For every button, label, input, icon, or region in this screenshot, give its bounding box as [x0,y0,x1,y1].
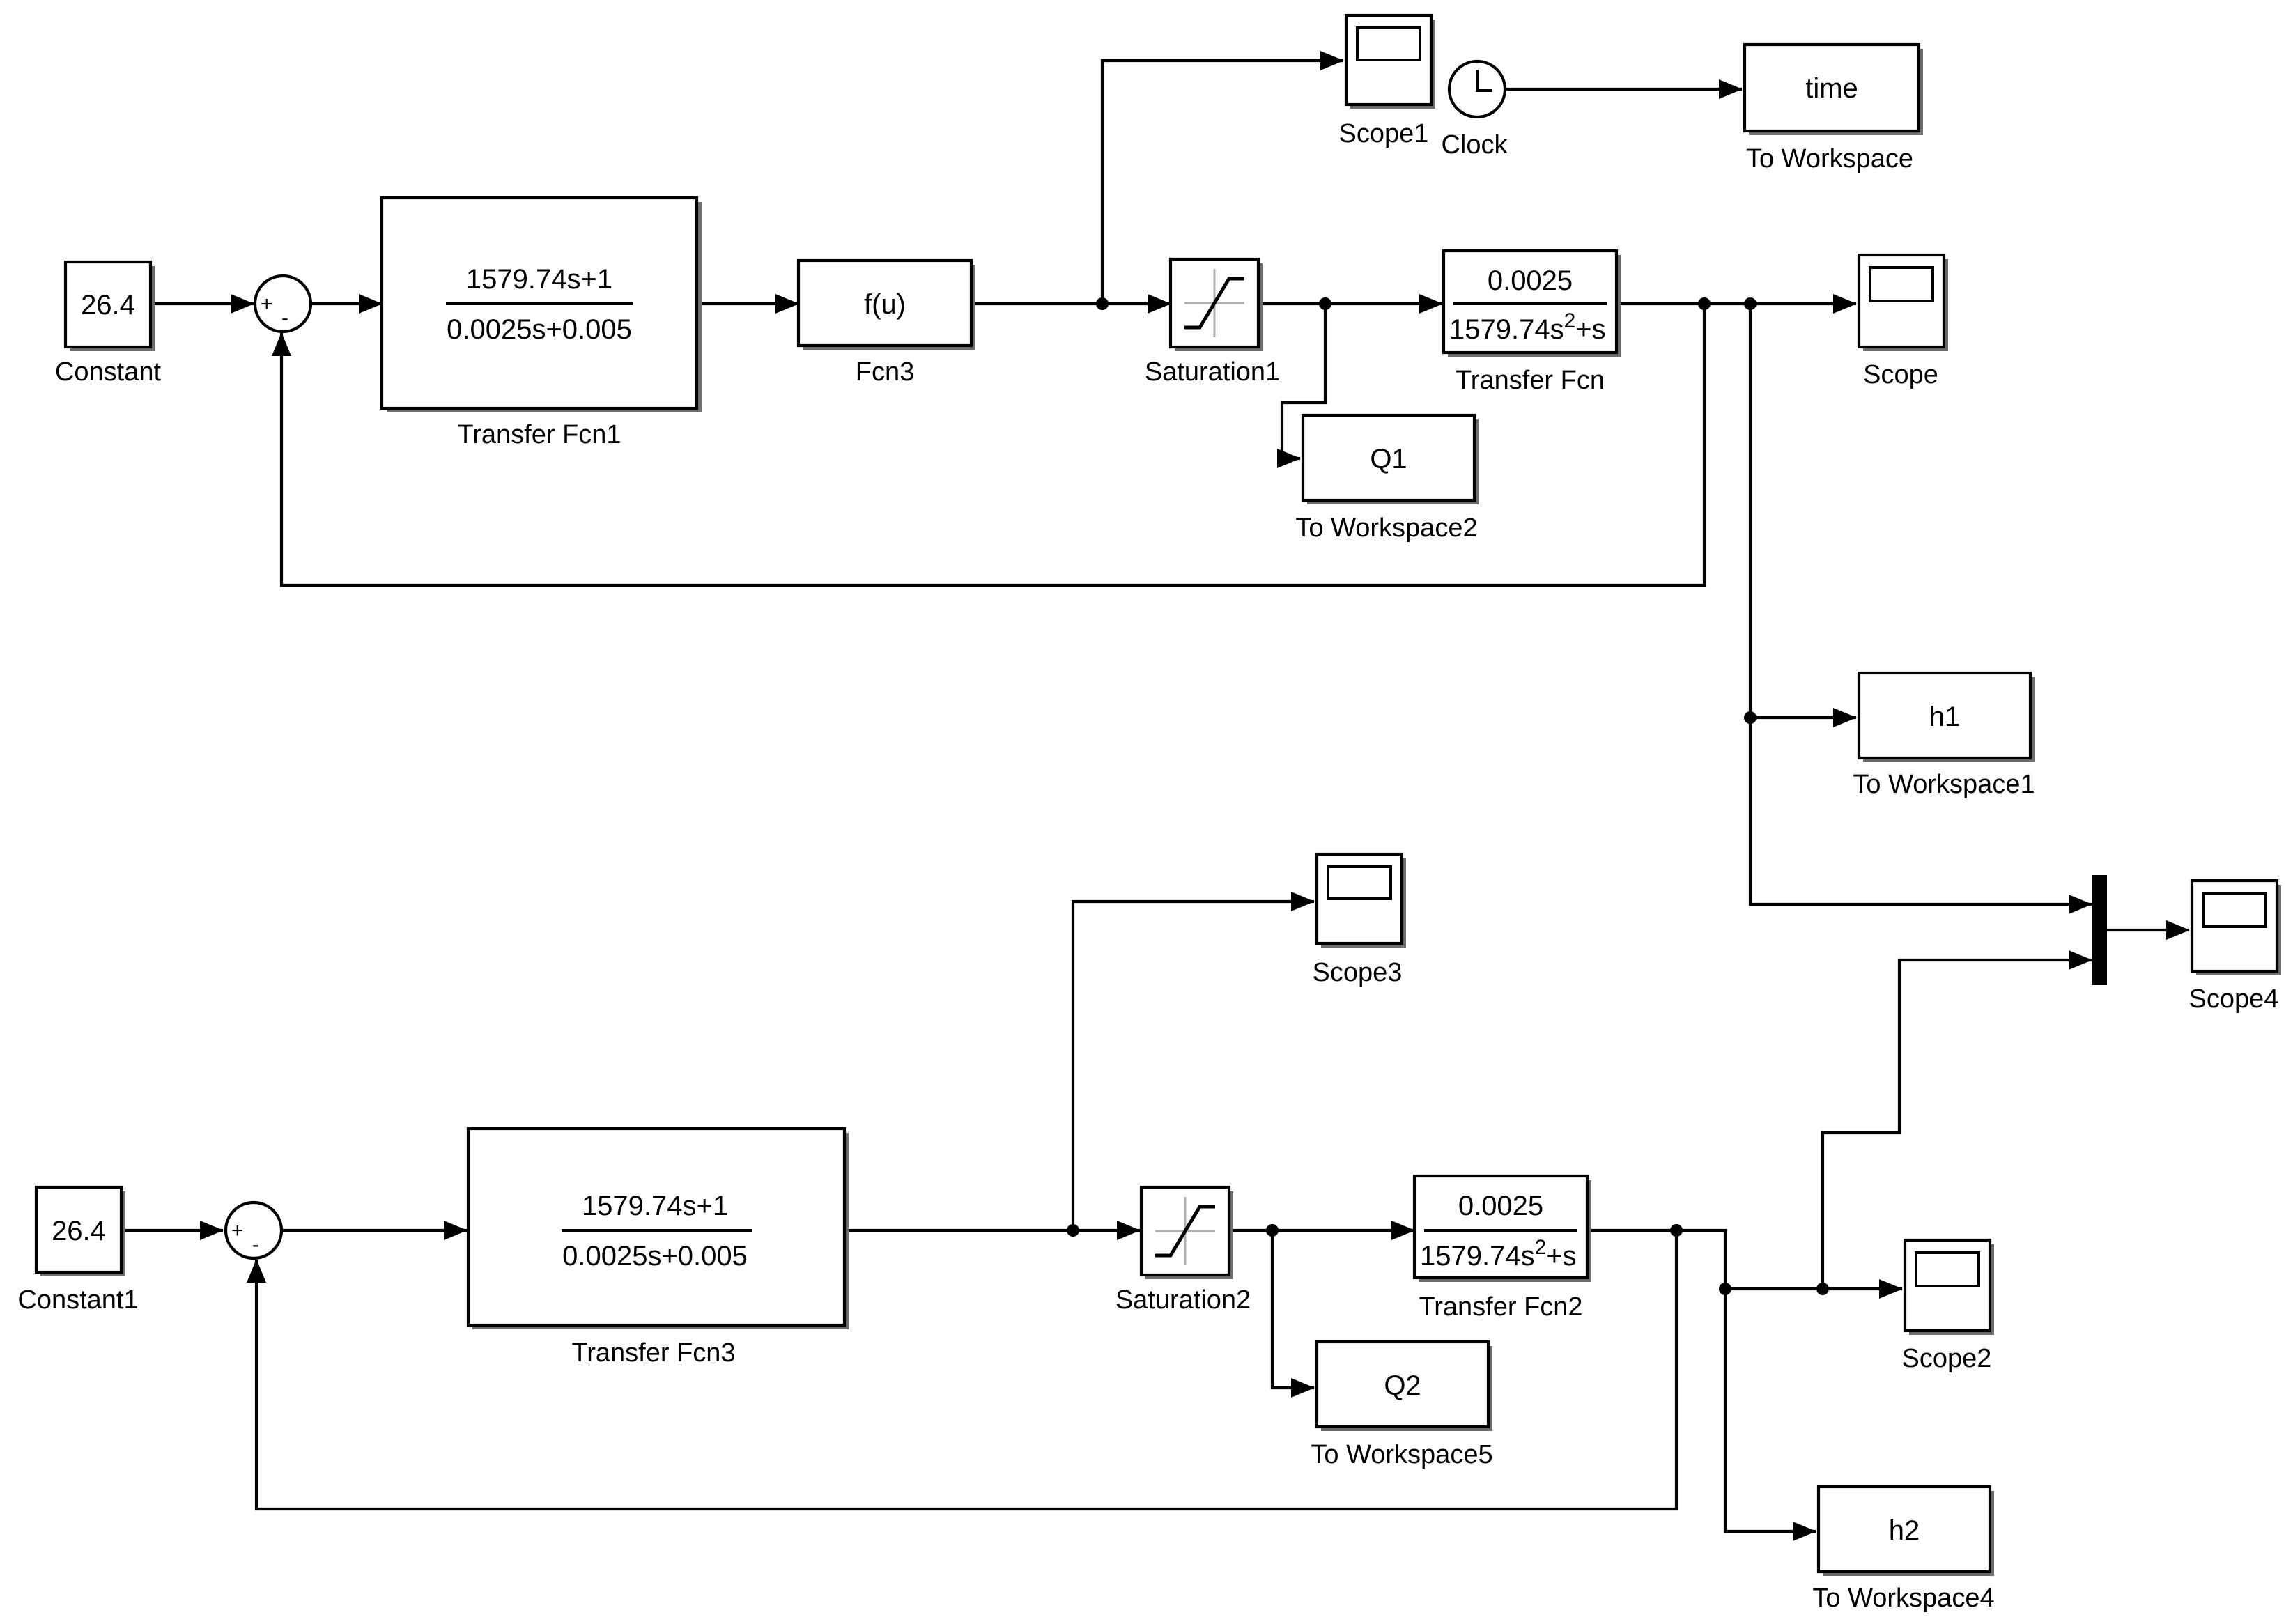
transfer-fcn3-numerator: 1579.74s+1 [582,1191,728,1221]
to-workspace-block[interactable]: time To Workspace [1743,42,1923,173]
to-workspace1-label: To Workspace1 [1853,770,2035,799]
to-workspace4-variable: h2 [1889,1515,1920,1546]
wire-branch-to-q1[interactable] [1277,304,1327,468]
sum1-sign-minus: - [281,307,288,330]
wire-branch-to-mux[interactable] [1748,718,2092,914]
saturation2-block[interactable]: Saturation2 [1115,1185,1251,1315]
scope1-screen-icon [1356,26,1421,61]
transfer-fcn-block[interactable]: 0.0025 1579.74s2+s Transfer Fcn [1442,249,1621,395]
transfer-fcn3-denominator: 0.0025s+0.005 [562,1241,748,1271]
wire-branch-to-h1[interactable] [1748,304,1857,727]
to-workspace1-block[interactable]: h1 To Workspace1 [1853,671,2035,799]
saturation1-block[interactable]: Saturation1 [1145,257,1280,387]
wire-branch-to-q2[interactable] [1270,1230,1315,1398]
scope-screen-icon [1869,266,1934,302]
scope2-block[interactable]: Scope2 [1902,1238,1994,1373]
scope1-block[interactable]: Scope1 [1339,13,1435,148]
transfer-fcn3-label: Transfer Fcn3 [571,1338,735,1368]
clock-icon [1476,70,1492,92]
mux-block[interactable] [2092,875,2107,985]
scope-label: Scope [1863,360,1938,389]
to-workspace4-block[interactable]: h2 To Workspace4 [1812,1485,1995,1613]
scope4-screen-icon [2202,892,2267,928]
wire-tf2-to-scope2[interactable] [1590,1228,1903,1299]
scope2-screen-icon [1915,1251,1980,1287]
scope3-screen-icon [1327,865,1392,900]
constant1-block[interactable]: 26.4 Constant1 [17,1185,139,1315]
to-workspace5-label: To Workspace5 [1311,1440,1492,1469]
sum2-sign-minus: - [252,1233,259,1256]
to-workspace2-variable: Q1 [1370,444,1407,474]
transfer-fcn-label: Transfer Fcn [1456,366,1605,395]
to-workspace2-block[interactable]: Q1 To Workspace2 [1295,413,1479,543]
constant1-value: 26.4 [52,1216,106,1246]
to-workspace5-variable: Q2 [1384,1370,1421,1401]
scope3-block[interactable]: Scope3 [1313,852,1406,987]
to-workspace-variable: time [1805,73,1858,104]
constant-value: 26.4 [81,290,135,320]
transfer-fcn-numerator: 0.0025 [1488,265,1573,296]
saturation1-label: Saturation1 [1145,357,1280,387]
transfer-fcn-denominator: 1579.74s2+s [1449,309,1606,345]
fcn3-block[interactable]: f(u) Fcn3 [796,258,975,387]
sum2-sign-plus: + [231,1219,244,1242]
wire-branch-to-scope3[interactable] [1071,892,1315,1230]
sum2-block[interactable]: + - [224,1200,284,1260]
wire-branch-to-mux-in2[interactable] [1821,950,2092,1289]
fcn3-label: Fcn3 [856,357,914,387]
transfer-fcn2-block[interactable]: 0.0025 1579.74s2+s Transfer Fcn2 [1412,1174,1591,1322]
to-workspace-label: To Workspace [1746,144,1913,173]
transfer-fcn1-numerator: 1579.74s+1 [466,264,612,295]
constant1-label: Constant1 [17,1285,138,1315]
to-workspace1-variable: h1 [1929,702,1961,732]
transfer-fcn1-label: Transfer Fcn1 [457,420,621,449]
clock-block[interactable]: Clock [1441,59,1508,160]
fcn3-expression: f(u) [864,289,906,320]
scope4-block[interactable]: Scope4 [2189,879,2281,1014]
wire-feedback-top[interactable] [272,304,1706,587]
scope-block[interactable]: Scope [1857,253,1948,389]
scope3-label: Scope3 [1313,958,1403,987]
constant-label: Constant [55,357,162,387]
transfer-fcn2-denominator: 1579.74s2+s [1420,1236,1577,1271]
scope4-label: Scope4 [2189,984,2279,1014]
wire-branch-to-h2[interactable] [1723,1289,1816,1541]
transfer-fcn3-block[interactable]: 1579.74s+1 0.0025s+0.005 Transfer Fcn3 [466,1127,849,1368]
branch-points [1067,297,1829,1295]
sum1-sign-plus: + [261,293,273,316]
scope2-label: Scope2 [1902,1344,1992,1373]
to-workspace2-label: To Workspace2 [1295,513,1477,543]
sum1-block[interactable]: + - [253,274,313,334]
constant-block[interactable]: 26.4 Constant [55,260,162,387]
saturation2-label: Saturation2 [1115,1285,1251,1315]
saturation2-icon [1155,1205,1215,1258]
signal-lines-bottom [125,892,2092,1541]
clock-label: Clock [1441,130,1508,160]
signal-lines-top [155,51,2190,940]
wire-feedback-bottom[interactable] [247,1230,1678,1511]
to-workspace4-label: To Workspace4 [1812,1584,1994,1613]
transfer-fcn2-numerator: 0.0025 [1458,1191,1543,1221]
transfer-fcn1-block[interactable]: 1579.74s+1 0.0025s+0.005 Transfer Fcn1 [380,196,702,449]
scope1-label: Scope1 [1339,119,1429,148]
transfer-fcn2-label: Transfer Fcn2 [1419,1292,1582,1322]
wire-branch-to-scope1[interactable] [1100,51,1344,304]
to-workspace5-block[interactable]: Q2 To Workspace5 [1311,1340,1493,1469]
saturation1-icon [1184,277,1244,330]
transfer-fcn1-denominator: 0.0025s+0.005 [447,314,632,345]
